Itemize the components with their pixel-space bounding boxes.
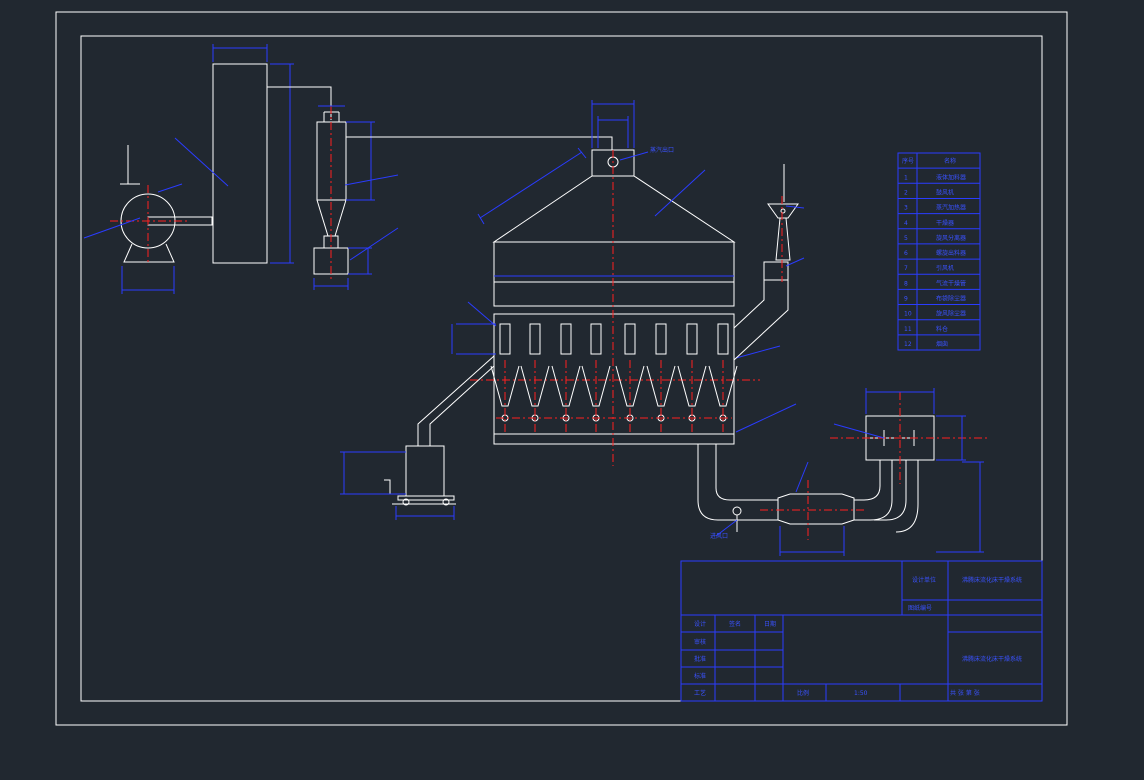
air-slot [590,323,602,355]
outer-frame [55,11,1068,726]
parts-row-no: 2 [904,189,908,196]
air-slot [717,323,729,355]
parts-row-no: 5 [904,235,908,242]
fluid-bed-dryer [451,100,797,466]
air-inlet-label: 进风口 [710,532,728,540]
air-slot [529,323,541,355]
hopper [615,365,645,407]
parts-row-no: 9 [904,296,908,303]
parts-table-head-no: 序号 [902,157,914,165]
parts-table-head-name: 名称 [944,157,956,165]
parts-row-name: 料仓 [936,325,948,333]
tb-drawing-no-label: 图纸编号 [908,604,932,612]
title-block: 设计单位 沸腾床流化床干燥系统 图纸编号 沸腾床流化床干燥系统 设计 审核 批准… [680,560,1043,702]
liquid-feeder [733,164,805,361]
parts-row-no: 11 [904,326,912,333]
parts-rows: 1 液体加料器 2 鼓风机 3 蒸汽加热器 4 干燥器 5 旋风分离器 6 螺旋出料器 7 引风机 8 气流干… [898,167,980,351]
tb-col-head-1: 日期 [764,620,776,628]
heater [174,44,332,264]
hopper [646,365,676,407]
parts-row-name: 干燥器 [936,219,954,227]
parts-row-name: 烟囱 [936,340,948,348]
air-slot [655,323,667,355]
steam-outlet-label: 蒸汽出口 [650,146,674,154]
cyclone-separator [313,105,613,290]
tb-sheet-info: 共 张 第 张 [950,689,980,697]
bottom-duct [697,388,990,556]
parts-row-no: 3 [904,205,908,212]
tb-role-0: 设计 [694,620,706,628]
parts-row-name: 旋风分离器 [936,234,966,242]
hopper [551,365,581,407]
air-slot [686,323,698,355]
air-slot [624,323,636,355]
parts-row-no: 8 [904,280,908,287]
hopper [581,365,611,407]
parts-row-no: 7 [904,265,908,272]
parts-row-no: 1 [904,174,908,181]
tb-role-2: 批准 [694,655,706,663]
parts-row-name: 螺旋出料器 [936,249,966,257]
blower [83,145,213,294]
air-slot [499,323,511,355]
tb-role-1: 审核 [694,638,706,646]
parts-row-name: 蒸汽加热器 [936,204,966,212]
tb-scale-value: 1:50 [854,690,868,697]
tb-scale-label: 比例 [797,689,809,697]
tb-role-4: 工艺 [694,689,706,697]
air-slot [560,323,572,355]
tb-drawing-title: 沸腾床流化床干燥系统 [962,576,1022,584]
dryer-cells [490,323,738,434]
tb-main-title: 沸腾床流化床干燥系统 [962,655,1022,663]
tb-role-3: 标准 [694,672,706,680]
parts-row-no: 6 [904,250,908,257]
hopper [490,365,520,407]
parts-row-no: 10 [904,311,912,318]
parts-row-no: 12 [904,341,912,348]
hopper [520,365,550,407]
parts-row-name: 旋风除尘器 [936,310,966,318]
hopper [677,365,707,407]
parts-row-name: 引风机 [936,264,954,272]
inner-frame [80,35,1043,702]
discharge-pipe [340,355,495,520]
parts-row-no: 4 [904,220,908,227]
parts-row-name: 气流干燥管 [936,279,966,287]
hopper [708,365,738,407]
parts-row-name: 液体加料器 [936,173,966,181]
tb-unit-label: 设计单位 [912,576,936,584]
parts-row-name: 鼓风机 [936,188,954,196]
tb-col-head-0: 签名 [729,620,741,628]
parts-row-name: 布袋除尘器 [936,295,966,303]
parts-table: 1 液体加料器 2 鼓风机 3 蒸汽加热器 4 干燥器 5 旋风分离器 6 螺旋出料器 7 引风机 8 气流干… [897,152,981,351]
